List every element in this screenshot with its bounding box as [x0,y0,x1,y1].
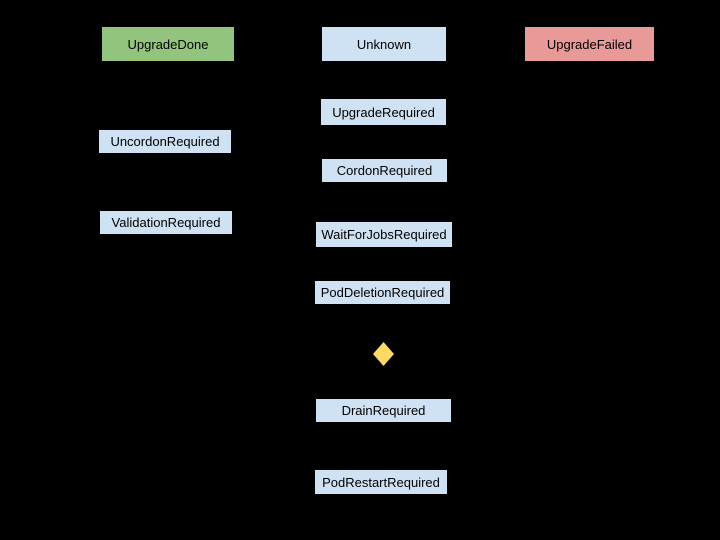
state-node-uncordon-required: UncordonRequired [99,130,231,153]
decision-diamond [373,342,394,366]
state-node-drain-required: DrainRequired [316,399,451,422]
state-node-cordon-required: CordonRequired [322,159,447,182]
state-node-upgrade-required: UpgradeRequired [321,99,446,125]
state-node-unknown: Unknown [322,27,446,61]
state-node-pod-restart-required: PodRestartRequired [315,470,447,494]
state-node-pod-deletion-required: PodDeletionRequired [315,281,450,304]
state-node-wait-for-jobs-required: WaitForJobsRequired [316,222,452,247]
state-node-validation-required: ValidationRequired [100,211,232,234]
state-node-upgrade-failed: UpgradeFailed [525,27,654,61]
state-node-upgrade-done: UpgradeDone [102,27,234,61]
